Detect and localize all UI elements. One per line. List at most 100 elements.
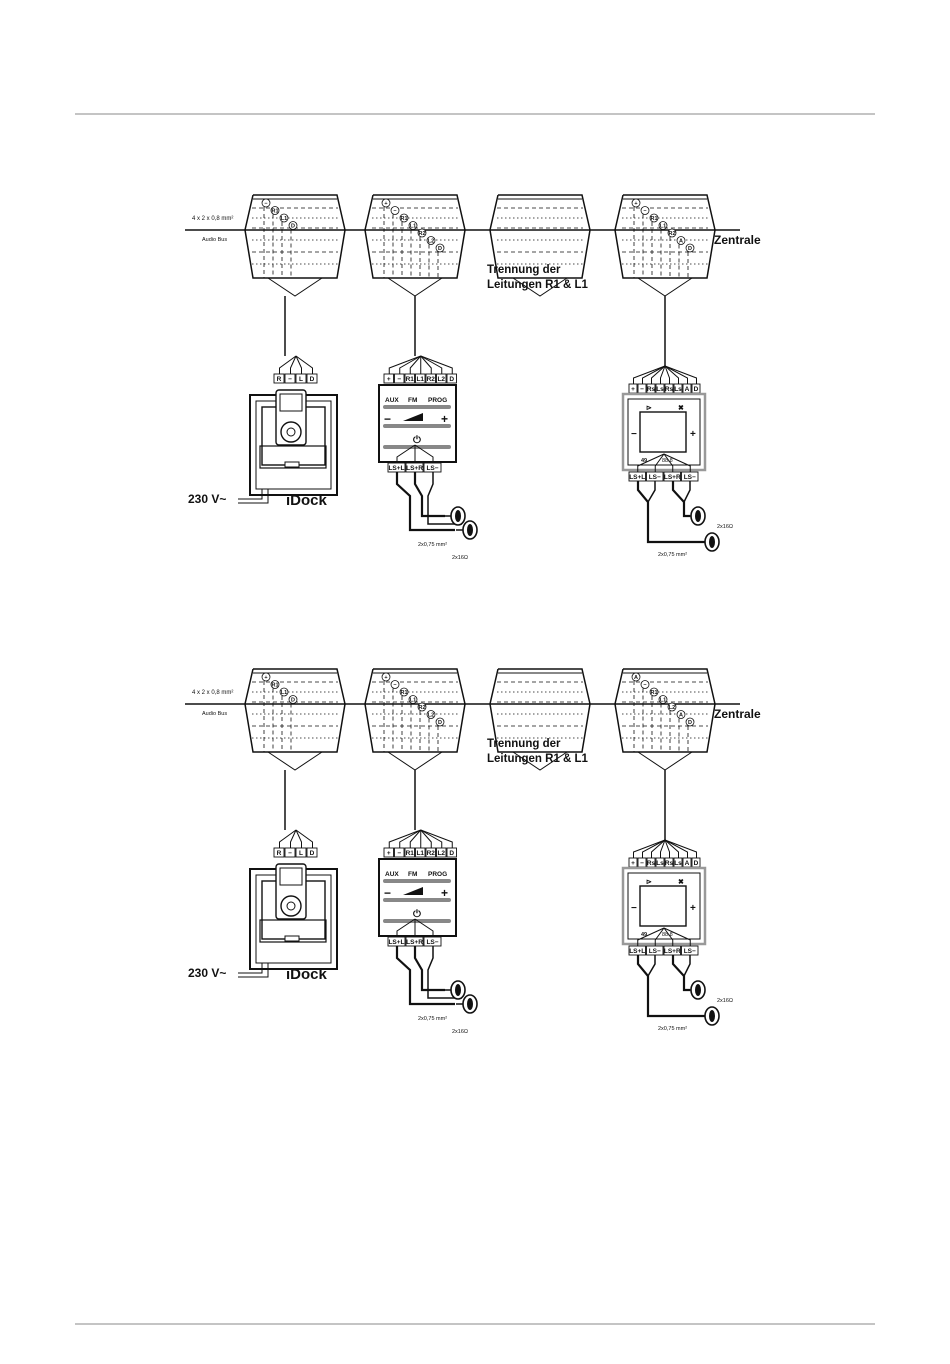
terminal-marker xyxy=(288,695,298,704)
terminal-label: − xyxy=(640,860,644,867)
terminal-marker xyxy=(658,221,668,230)
terminal-marker-label: + xyxy=(384,675,387,681)
strip-fan-wire xyxy=(295,355,302,374)
terminal-label: Rs xyxy=(665,386,674,393)
strip-fan-wire xyxy=(279,829,297,848)
terminal-marker xyxy=(435,243,445,253)
idock-connector xyxy=(284,461,300,468)
central-label: Zentrale xyxy=(714,233,761,247)
strip-fan-wire xyxy=(664,365,688,384)
terminal-marker xyxy=(676,710,686,719)
junction-box-outline xyxy=(244,194,346,279)
terminal-marker xyxy=(426,710,436,719)
terminal-marker-label: D xyxy=(438,720,442,726)
terminal-marker-label: D xyxy=(291,698,295,704)
terminal-label: L1 xyxy=(416,376,424,383)
terminal-marker-label: R1 xyxy=(650,690,657,696)
speaker-right xyxy=(698,532,720,552)
cable-funnel xyxy=(267,751,323,771)
terminal-marker-label: L1 xyxy=(410,224,416,230)
terminal-marker xyxy=(279,213,289,223)
strip-fan-wire xyxy=(664,839,670,858)
terminal-label: Ls xyxy=(674,860,682,867)
amplifier-fm-label: FM xyxy=(408,397,417,404)
terminal-label: R1 xyxy=(406,376,415,383)
strip-fan-wire xyxy=(420,829,453,848)
amplifier-volume-plus: + xyxy=(441,412,448,426)
terminal-label: D xyxy=(449,376,454,383)
amplifier-panel xyxy=(378,858,457,937)
terminal-label: Ls xyxy=(656,386,664,393)
speaker-right xyxy=(456,520,478,540)
strip-fan-wire xyxy=(664,365,697,384)
controller-plus: + xyxy=(690,429,696,440)
amplifier-speaker-label: 2x16Ω xyxy=(452,555,468,561)
terminal-label: LS+R xyxy=(664,948,681,955)
terminal-marker-label: + xyxy=(264,675,267,681)
terminal-marker-label: R1 xyxy=(271,209,278,215)
terminal-marker-label: L1 xyxy=(410,698,416,704)
terminal-label: LS+R xyxy=(406,465,423,472)
strip-fan-wire xyxy=(637,927,665,946)
controller-icon-right: ✖ xyxy=(678,404,684,412)
terminal-marker xyxy=(390,680,400,689)
strip-fan-wire xyxy=(663,927,691,946)
ipod-center-button xyxy=(286,427,296,437)
terminal-label: R xyxy=(277,376,282,383)
terminal-label: + xyxy=(387,850,391,857)
speaker-magnet xyxy=(709,1010,715,1022)
idock-name-label: iDock xyxy=(286,492,328,509)
controller-speaker-label: 2x16Ω xyxy=(717,998,733,1004)
idock-power-label: 230 V~ xyxy=(188,966,226,980)
terminal-label: LS− xyxy=(649,474,661,481)
strip-fan-wire xyxy=(420,355,443,374)
terminal-label: D xyxy=(694,860,699,867)
terminal-marker-label: R1 xyxy=(400,216,407,222)
junction-box-separation xyxy=(489,668,591,771)
terminal-label: Ls xyxy=(674,386,682,393)
terminal-label: R1 xyxy=(406,850,415,857)
terminal-label: LS− xyxy=(684,948,696,955)
speaker-cable xyxy=(413,472,445,518)
terminal-marker xyxy=(381,198,391,208)
terminal-marker xyxy=(685,717,695,727)
strip-fan-wire xyxy=(295,829,302,848)
amplifier-power-symbol: ⏻ xyxy=(413,434,421,446)
amplifier-panel xyxy=(378,384,457,463)
controller-cable-label: 2x0,75 mm² xyxy=(658,552,687,558)
terminal-marker-label: D xyxy=(438,246,442,252)
strip-fan-wire xyxy=(414,444,434,463)
junction-box-outline xyxy=(364,194,466,279)
terminal-marker xyxy=(667,702,677,712)
controller-icon-left: ⊳ xyxy=(646,405,652,412)
strip-fan-wire xyxy=(663,453,691,472)
terminal-label: − xyxy=(640,386,644,393)
amplifier-power-symbol: ⏻ xyxy=(413,908,421,920)
amplifier-speaker-label: 2x16Ω xyxy=(452,1029,468,1035)
idock-power-wire xyxy=(238,963,269,978)
terminal-label: Rs xyxy=(647,386,656,393)
cable-funnel xyxy=(267,277,323,297)
terminal-marker-label: − xyxy=(393,683,396,689)
terminal-marker-label: R1 xyxy=(650,216,657,222)
terminal-marker-label: A xyxy=(634,675,638,681)
strip-fan-wire xyxy=(664,365,670,384)
speaker-left xyxy=(444,506,466,526)
central-label: Zentrale xyxy=(714,707,761,721)
terminal-marker xyxy=(270,680,280,689)
cable-funnel xyxy=(387,751,443,771)
separation-label-line2: Leitungen R1 & L1 xyxy=(487,753,589,765)
terminal-label: − xyxy=(288,850,292,857)
amplifier-aux-label: AUX xyxy=(385,397,399,404)
terminal-label: LS− xyxy=(684,474,696,481)
strip-fan-wire xyxy=(420,829,432,848)
